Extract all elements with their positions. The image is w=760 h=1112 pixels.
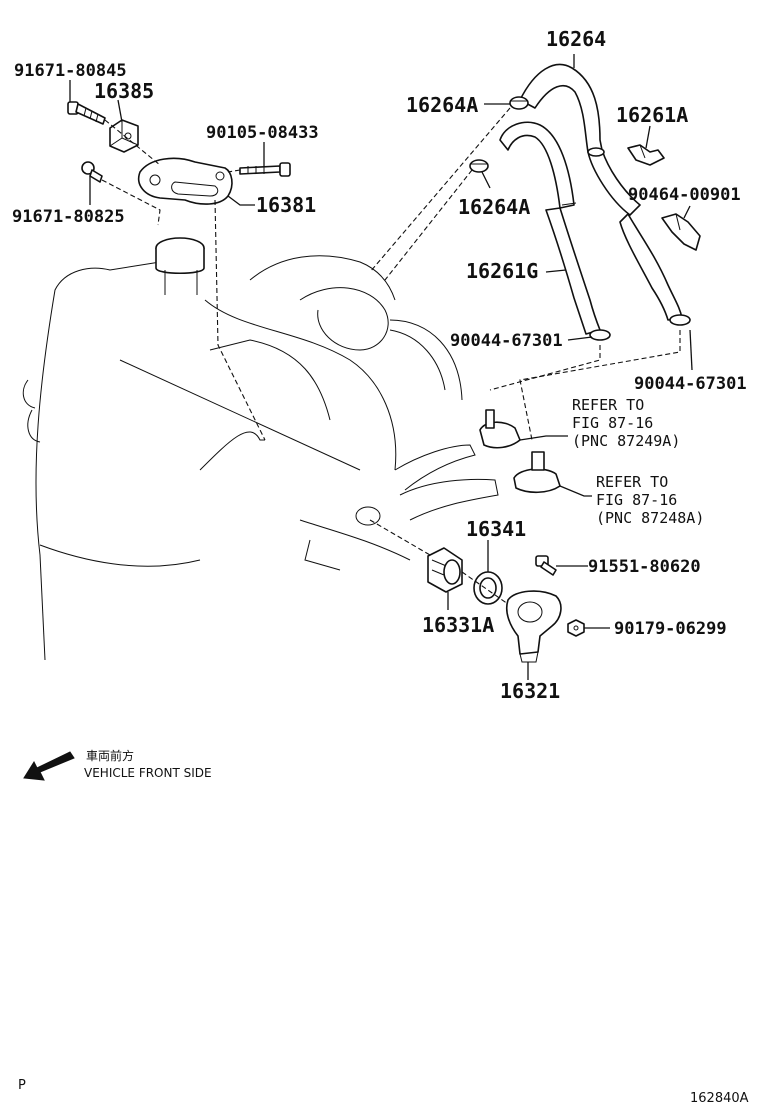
arrow-down-left-icon [23, 751, 75, 781]
label-91671-80825: 91671-80825 [12, 207, 125, 227]
label-91671-80845: 91671-80845 [14, 61, 127, 81]
label-90044-67301-right: 90044-67301 [634, 374, 747, 394]
hose-16264 [519, 63, 603, 153]
refer-note-2: REFER TO FIG 87-16 (PNC 87248A) [596, 473, 704, 527]
part-labels: 91671-80845 16385 90105-08433 16381 9167… [12, 27, 747, 703]
bolt-90105-08433 [239, 162, 291, 177]
clip-90464-00901 [661, 213, 701, 251]
engine-block [22, 237, 499, 661]
gasket-16341 [473, 571, 503, 605]
label-90179-06299: 90179-06299 [614, 619, 727, 639]
thermostat-assembly [369, 409, 610, 680]
label-16385: 16385 [94, 79, 154, 103]
label-16331A: 16331A [422, 613, 494, 637]
vehicle-front-indicator: 車両前方 VEHICLE FRONT SIDE [23, 748, 212, 781]
label-16321: 16321 [500, 679, 560, 703]
label-90044-67301-left: 90044-67301 [450, 331, 563, 351]
label-16264A-mid: 16264A [458, 195, 530, 219]
label-90105-08433: 90105-08433 [206, 123, 319, 143]
label-16261A: 16261A [616, 103, 688, 127]
refer-note-1-line1: REFER TO [572, 396, 644, 414]
bolt-91551-80620 [535, 555, 557, 576]
label-16381: 16381 [256, 193, 316, 217]
clamp-90044-67301-left [589, 329, 611, 341]
bolt-91671-80845 [67, 101, 106, 125]
label-16264A-top: 16264A [406, 93, 478, 117]
label-16341: 16341 [466, 517, 526, 541]
corner-letter: P [18, 1078, 26, 1093]
clamp-16264A-top [509, 96, 529, 110]
label-91551-80620: 91551-80620 [588, 557, 701, 577]
refer-note-2-line1: REFER TO [596, 473, 668, 491]
bolt-91671-80825 [81, 161, 103, 183]
clamp-90044-67301-right [669, 314, 691, 326]
nut-90179-06299 [567, 619, 585, 637]
refer-note-1-line3: (PNC 87249A) [572, 432, 680, 450]
hose-assembly [369, 54, 701, 441]
refer-note-2-line3: (PNC 87248A) [596, 509, 704, 527]
refer-note-1: REFER TO FIG 87-16 (PNC 87249A) [572, 396, 680, 450]
water-inlet-16321 [505, 590, 562, 663]
bracket-assembly [67, 80, 291, 441]
front-side-en: VEHICLE FRONT SIDE [84, 766, 212, 780]
label-16261G: 16261G [466, 259, 538, 283]
front-side-jp: 車両前方 [86, 748, 134, 763]
clamp-16264A-mid [469, 159, 489, 173]
clip-16261A [627, 144, 665, 166]
bracket-16381 [138, 157, 233, 205]
hose-16261G [499, 121, 575, 209]
label-90464-00901: 90464-00901 [628, 185, 741, 205]
label-16264: 16264 [546, 27, 606, 51]
refer-note-2-line2: FIG 87-16 [596, 491, 677, 509]
refer-note-1-line2: FIG 87-16 [572, 414, 653, 432]
figure-code: 162840A [690, 1091, 749, 1106]
thermostat-16331A [427, 547, 463, 593]
